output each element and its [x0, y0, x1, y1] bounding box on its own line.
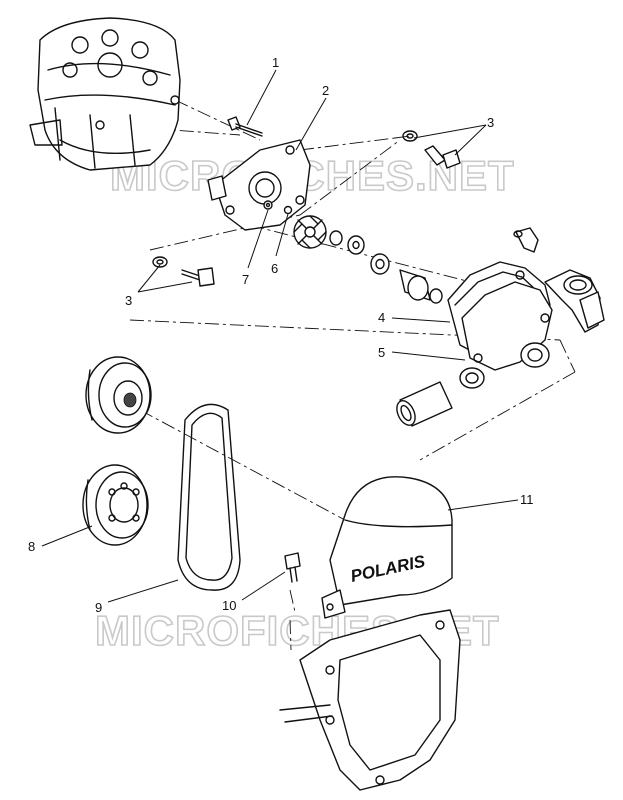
callout-11: 11	[520, 492, 534, 507]
leader-lines	[41, 69, 519, 603]
part-6-o-ring	[283, 205, 293, 215]
part-3-bolt-washer-upper	[402, 130, 461, 169]
callout-1: 1	[272, 55, 279, 70]
callout-6: 6	[271, 261, 278, 276]
part-10-screw	[284, 552, 301, 583]
impeller	[293, 215, 327, 249]
callouts: 1 2 3 3 4 5 6 7 8 9 10 11	[28, 55, 534, 615]
part-7-seal	[263, 200, 273, 210]
callout-4: 4	[378, 310, 385, 325]
drive-pulley-upper	[85, 356, 152, 434]
callout-8: 8	[28, 539, 35, 554]
part-9-drive-belt	[177, 403, 241, 591]
part-3-bolt-washer-lower	[152, 256, 215, 287]
part-8-driven-pulley	[82, 464, 149, 546]
callout-5: 5	[378, 345, 385, 360]
shaft-seal-stack	[329, 230, 443, 304]
part-11-belt-cover: POLARIS	[321, 476, 453, 619]
engine-housing	[279, 609, 461, 791]
hose-sleeve	[396, 381, 453, 427]
callout-3-lower: 3	[125, 293, 132, 308]
callout-7: 7	[242, 272, 249, 287]
elbow-fitting	[513, 227, 539, 253]
callout-9: 9	[95, 600, 102, 615]
part-1-bolt	[227, 116, 263, 137]
part-5-pump-cover	[459, 269, 605, 389]
callout-3-upper: 3	[487, 115, 494, 130]
callout-10: 10	[222, 598, 236, 613]
callout-2: 2	[322, 83, 329, 98]
engine-cylinder-head	[29, 17, 181, 171]
